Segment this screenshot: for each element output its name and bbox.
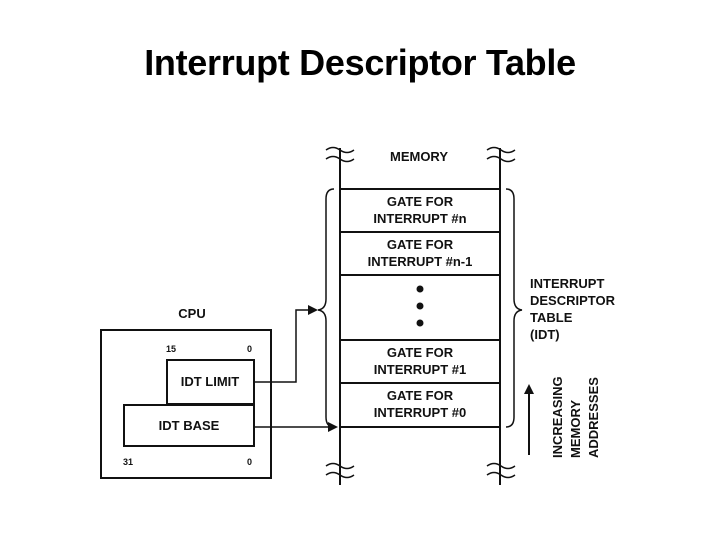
bit-15-label: 15	[166, 344, 176, 354]
gate-label: GATE FOR	[387, 388, 454, 403]
bit-31-label: 31	[123, 457, 133, 467]
idt-base-label: IDT BASE	[159, 418, 220, 433]
cpu-box	[100, 329, 272, 479]
right-brace	[505, 188, 523, 428]
address-label-line3: ADDRESSES	[586, 377, 601, 458]
gate-label: GATE FOR	[387, 345, 454, 360]
address-label-line1: INCREASING	[550, 376, 565, 458]
ellipsis-dot	[416, 319, 424, 327]
gate-interrupt-label: INTERRUPT #1	[374, 362, 466, 377]
idt-label-line3: TABLE	[530, 310, 573, 325]
page-title: Interrupt Descriptor Table	[144, 42, 576, 83]
bit-0-bottom-label: 0	[247, 457, 252, 467]
gate-interrupt-0: GATE FOR INTERRUPT #0	[374, 388, 466, 420]
idt-label-line2: DESCRIPTOR	[530, 293, 616, 308]
gate-interrupt-label: INTERRUPT #0	[374, 405, 466, 420]
idt-label-line4: (IDT)	[530, 327, 560, 342]
gate-interrupt-label: INTERRUPT #n-1	[368, 254, 473, 269]
gate-interrupt-label: INTERRUPT #n	[373, 211, 466, 226]
left-brace	[317, 188, 335, 428]
idt-limit-label: IDT LIMIT	[181, 374, 240, 389]
gate-label: GATE FOR	[387, 237, 454, 252]
gate-interrupt-n-1: GATE FOR INTERRUPT #n-1	[368, 237, 473, 269]
gate-interrupt-n: GATE FOR INTERRUPT #n	[373, 194, 466, 226]
cpu-label: CPU	[178, 306, 205, 321]
idt-label: INTERRUPT DESCRIPTOR TABLE (IDT)	[530, 276, 616, 342]
idt-base-register	[123, 404, 255, 447]
gate-label: GATE FOR	[387, 194, 454, 209]
ellipsis-dot	[416, 285, 424, 293]
address-label-line2: MEMORY	[568, 400, 583, 458]
ellipsis-dot	[416, 302, 424, 310]
idt-label-line1: INTERRUPT	[530, 276, 604, 291]
gate-interrupt-1: GATE FOR INTERRUPT #1	[374, 345, 466, 377]
memory-label: MEMORY	[390, 149, 448, 164]
address-label: INCREASING MEMORY ADDRESSES	[550, 376, 601, 458]
idt-limit-arrow	[254, 305, 318, 383]
bit-0-top-label: 0	[247, 344, 252, 354]
